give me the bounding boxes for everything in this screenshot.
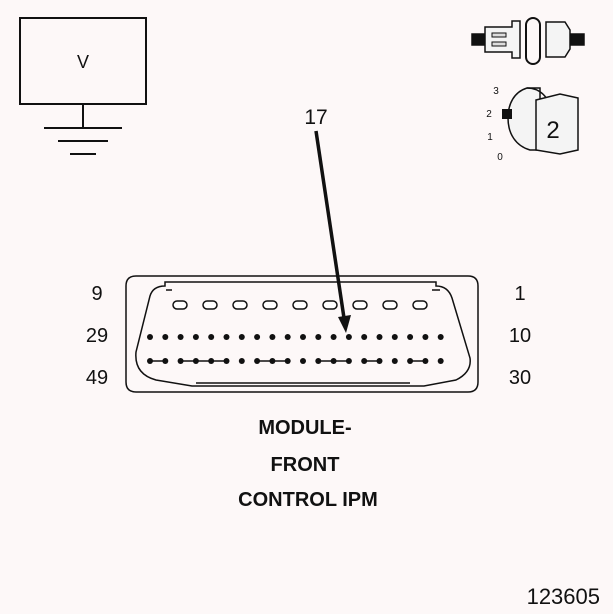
ignition-key-number: 2 [546,117,559,144]
middle-row-pin [192,334,199,340]
middle-row-pin [177,334,184,340]
probe-arrow-icon [314,130,351,333]
ignition-pos-1: 1 [487,132,493,143]
middle-row-pin [147,334,153,340]
module-label-line-3: CONTROL IPM [238,489,378,511]
row-label-right-middle: 10 [509,325,531,347]
middle-row-pin [238,334,245,340]
top-row-cavity [352,300,368,310]
middle-row-pin [284,334,291,340]
ground-symbol-icon [44,104,122,155]
row-label-left-top: 9 [91,283,102,305]
middle-row-pin [315,334,322,340]
connector-body [125,275,479,393]
bottom-row-pin [437,358,444,364]
ignition-key-icon: 3 2 1 0 2 [486,86,579,163]
top-row-cavity [202,300,218,310]
top-row-cavity [382,300,398,310]
connector-pin-layer [147,300,444,364]
bottom-row-pin [391,358,398,364]
figure-number: 123605 [527,584,600,609]
row-label-left-bottom: 49 [86,367,108,389]
row-label-right-top: 1 [514,283,525,305]
middle-row-pin [300,334,306,340]
ignition-pos-3: 3 [493,86,499,97]
ignition-pos-0: 0 [497,152,503,163]
middle-row-pin [345,334,352,340]
module-label-line-2: FRONT [271,454,340,476]
middle-row-pin [361,334,368,340]
ignition-pos-2: 2 [486,109,492,120]
voltmeter-symbol: V [77,52,89,72]
middle-row-pin [422,334,429,340]
voltmeter-icon: V [19,17,147,105]
row-label-right-bottom: 30 [509,367,531,389]
top-row-cavity [232,300,248,310]
middle-row-pin [269,334,276,340]
top-row-cavity [292,300,308,310]
middle-row-pin [330,334,337,340]
bottom-row-pin [238,358,245,364]
module-label-line-1: MODULE- [258,417,351,439]
top-row-cavity [412,300,428,310]
probe-pin-label: 17 [304,106,327,129]
middle-row-pin [407,334,414,340]
middle-row-pin [391,334,398,340]
middle-row-pin [162,334,169,340]
middle-row-pin [208,334,215,340]
middle-row-pin [376,334,383,340]
middle-row-pin [254,334,261,340]
middle-row-pin [223,334,230,340]
bottom-row-pin [300,358,306,364]
top-row-cavity [262,300,278,310]
row-label-left-middle: 29 [86,325,108,347]
top-row-cavity [172,300,188,310]
middle-row-pin [437,334,444,340]
top-row-cavity [322,300,338,310]
disconnected-connector-icon [471,17,585,65]
